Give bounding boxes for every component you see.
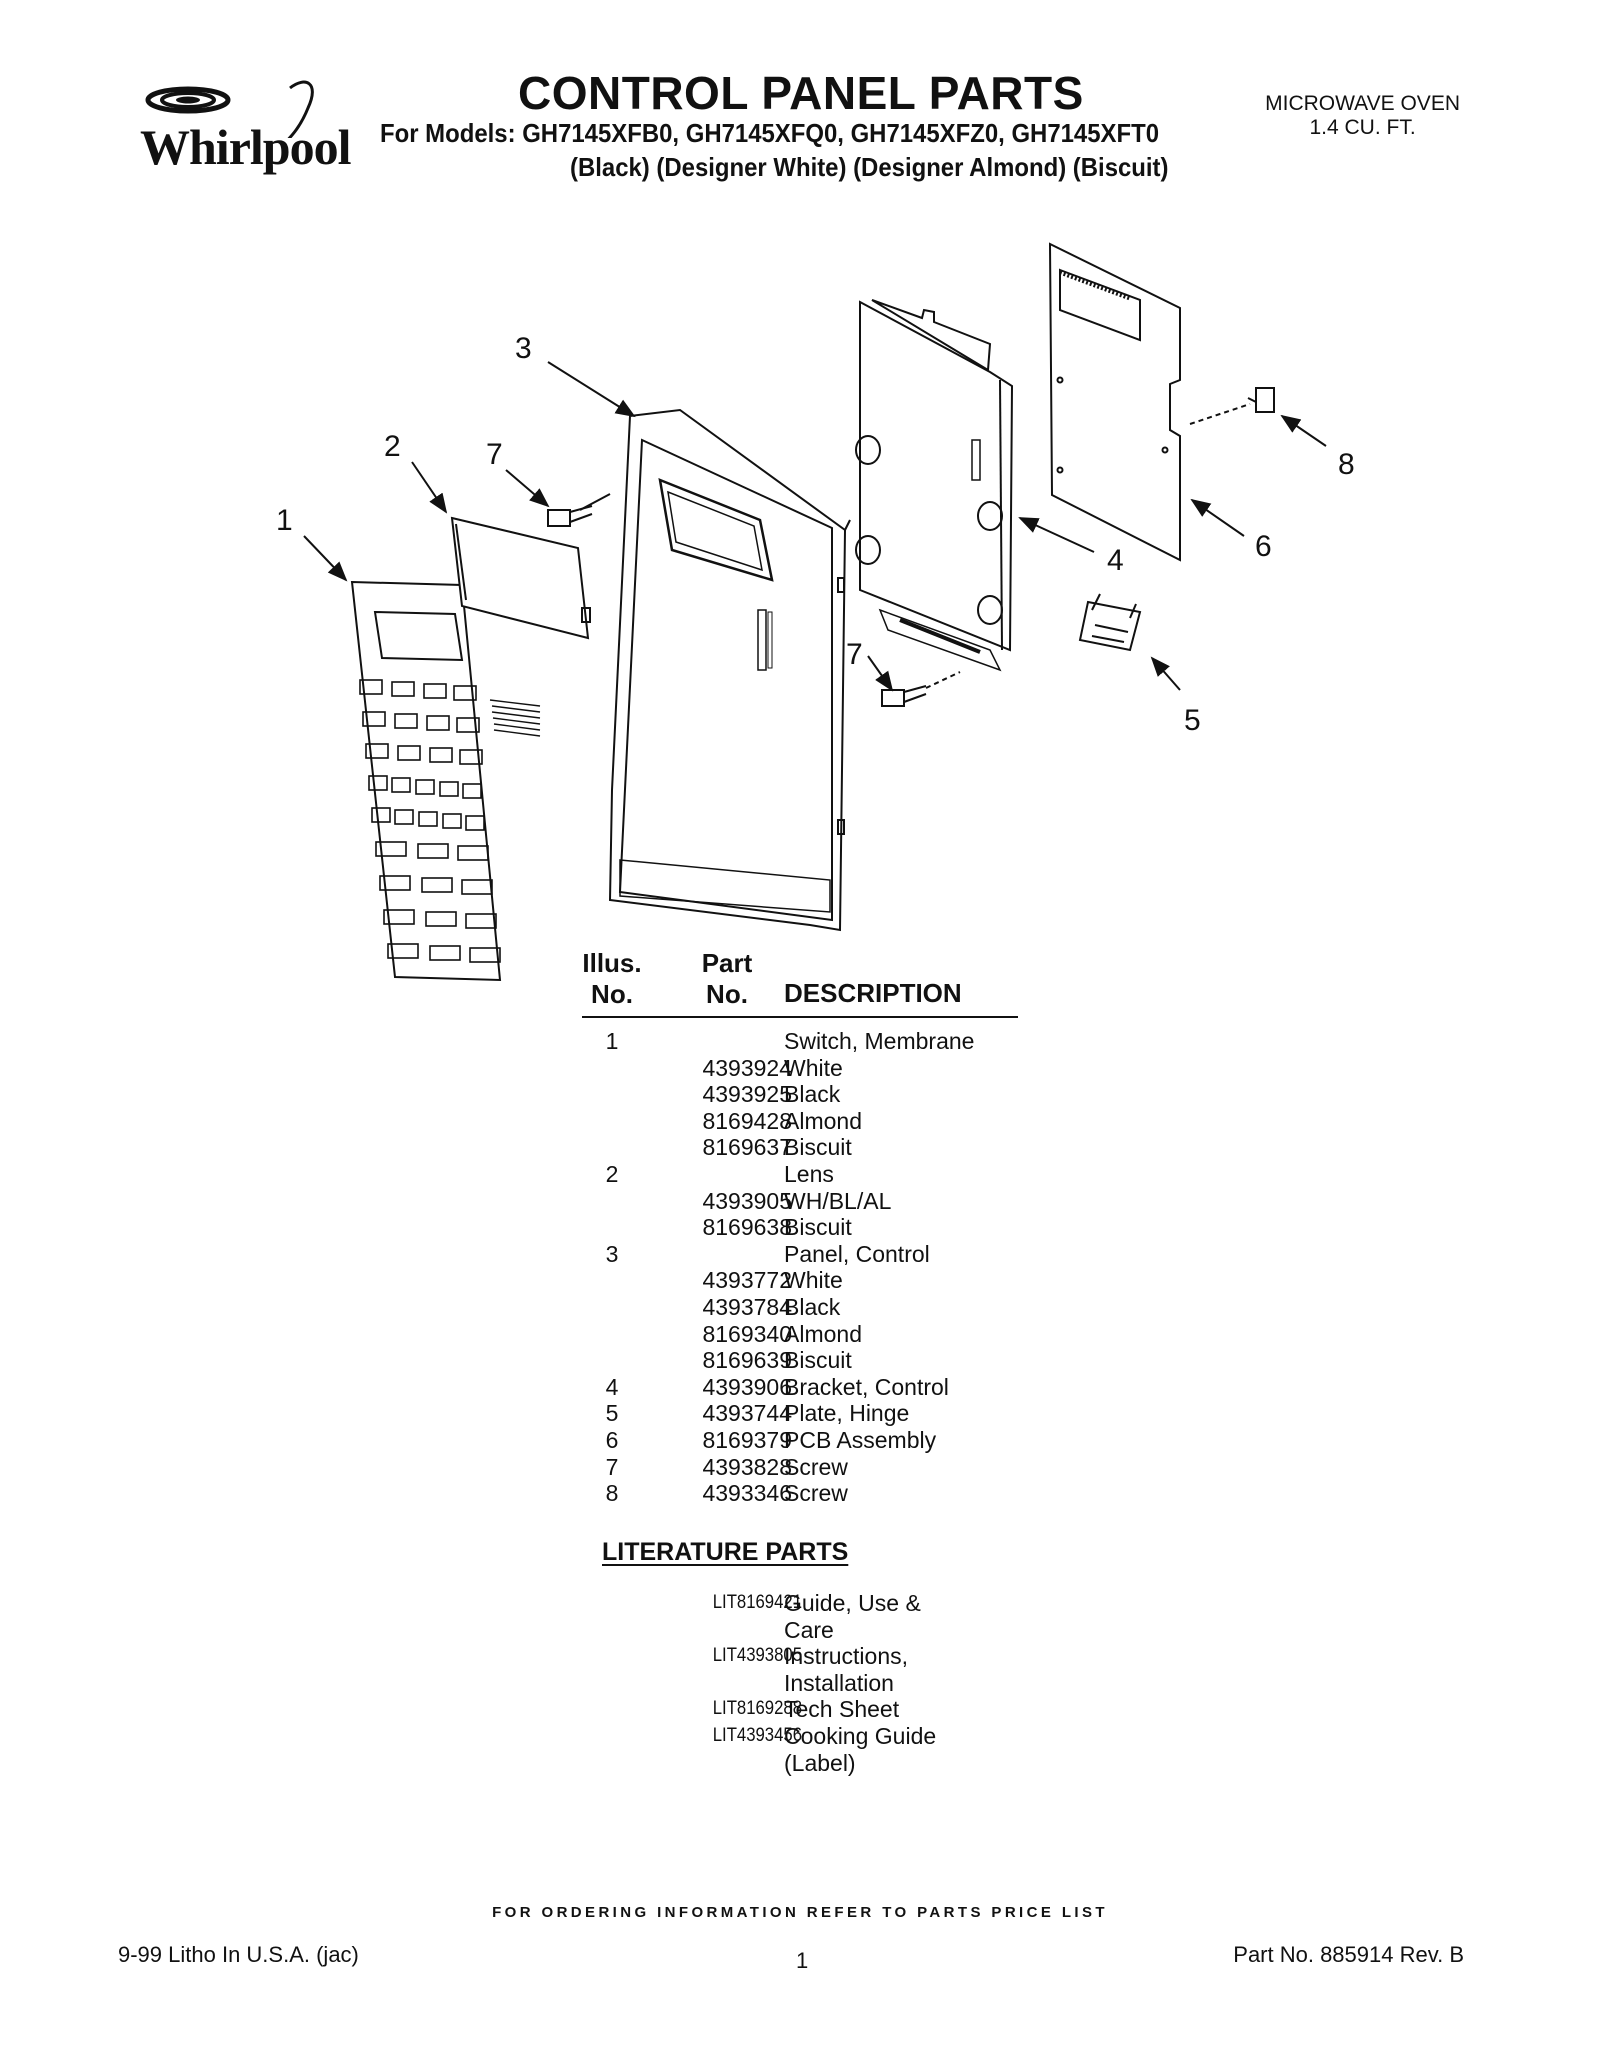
header-illus-line1: Illus. <box>582 948 642 978</box>
literature-description: Tech Sheet <box>784 1696 899 1723</box>
pcb-assembly-part <box>1048 242 1181 562</box>
lens-part <box>450 516 591 640</box>
literature-description-line1: Instructions, <box>784 1643 908 1670</box>
page-number: 1 <box>796 1948 809 1973</box>
product-capacity: 1.4 CU. FT. <box>1309 116 1416 139</box>
part-number: 8169639 <box>702 1347 792 1374</box>
header-part: Part No. <box>682 948 772 1010</box>
part-number: 8169638 <box>702 1214 792 1241</box>
part-number: 8169637 <box>702 1134 792 1161</box>
part-description: Biscuit <box>784 1134 852 1161</box>
part-number: 4393905 <box>702 1187 792 1214</box>
header-description: DESCRIPTION <box>784 978 962 1008</box>
part-number: 4393744 <box>702 1400 792 1427</box>
product-type: MICROWAVE OVEN 1.4 CU. FT. <box>1265 92 1460 140</box>
logo-wordmark: Whirlpool <box>140 119 351 175</box>
part-number: 4393924 <box>702 1054 792 1081</box>
part-description: Biscuit <box>784 1347 852 1374</box>
part-number: 4393346 <box>702 1480 792 1507</box>
header-part-line2: No. <box>706 979 748 1009</box>
literature-description-line1: Cooking Guide <box>784 1723 937 1749</box>
logo-swirl-icon <box>145 80 314 138</box>
membrane-switch-part <box>350 580 541 982</box>
part-number: 4393772 <box>702 1267 792 1294</box>
part-description: White <box>784 1267 843 1294</box>
literature-description: Instructions,Installation <box>784 1643 908 1696</box>
hinge-plate-part <box>1078 593 1142 652</box>
part-description: Lens <box>784 1161 834 1187</box>
screw-part-7b <box>881 671 961 707</box>
part-description: Panel, Control <box>784 1240 930 1267</box>
illus-number: 2 <box>605 1161 619 1187</box>
model-list: For Models: GH7145XFB0, GH7145XFQ0, GH71… <box>380 118 1160 148</box>
part-description: PCB Assembly <box>784 1427 937 1453</box>
illus-number: 3 <box>605 1240 619 1267</box>
callout-6: 6 <box>1255 530 1272 563</box>
part-description: Bracket, Control <box>784 1373 949 1400</box>
part-number: 4393925 <box>702 1081 792 1108</box>
part-description: White <box>784 1054 843 1081</box>
callout-7b: 7 <box>846 638 863 671</box>
illus-number: 6 <box>605 1427 619 1453</box>
header-illus-line2: No. <box>591 979 633 1009</box>
callout-3: 3 <box>515 332 532 365</box>
illus-number: 8 <box>605 1480 619 1507</box>
part-description: Almond <box>784 1320 862 1347</box>
literature-part-number: LIT8169421 <box>712 1592 802 1613</box>
part-number: 8169340 <box>702 1320 792 1347</box>
part-description: Screw <box>784 1480 848 1507</box>
screw-part-7a <box>547 493 611 527</box>
illus-number: 7 <box>605 1453 619 1480</box>
product-name: MICROWAVE OVEN <box>1265 92 1460 115</box>
part-description: Biscuit <box>784 1214 852 1241</box>
control-bracket-part <box>855 299 1014 672</box>
header-illus: Illus. No. <box>582 948 642 1010</box>
literature-part-number: LIT8169288 <box>712 1698 802 1720</box>
part-number: 8169428 <box>702 1107 792 1134</box>
part-description: WH/BL/AL <box>784 1187 892 1214</box>
part-description: Screw <box>784 1453 848 1480</box>
part-description: Black <box>784 1081 841 1108</box>
part-description: Almond <box>784 1107 862 1134</box>
callout-1: 1 <box>276 504 293 537</box>
control-panel-part <box>608 408 851 932</box>
part-number: 4393784 <box>702 1294 792 1320</box>
part-description: Switch, Membrane <box>784 1028 975 1054</box>
literature-description-line2: Care <box>784 1616 834 1643</box>
callout-2: 2 <box>384 430 401 463</box>
illus-number: 4 <box>605 1373 619 1400</box>
literature-description-line2: (Label) <box>784 1749 856 1776</box>
part-number: 4393906 <box>702 1373 792 1400</box>
literature-part-number: LIT4393456 <box>712 1725 802 1746</box>
illus-number: 5 <box>605 1400 619 1427</box>
litho-note: 9-99 Litho In U.S.A. (jac) <box>118 1942 359 1967</box>
literature-description-line2: Installation <box>784 1669 894 1696</box>
literature-part-number: LIT4393805 <box>712 1645 802 1667</box>
whirlpool-logo: Whirlpool <box>140 78 380 188</box>
screw-part-8 <box>1189 387 1275 425</box>
part-number: 8169379 <box>702 1427 792 1453</box>
part-number: 4393828 <box>702 1453 792 1480</box>
callout-4: 4 <box>1107 544 1124 577</box>
literature-description: Cooking Guide(Label) <box>784 1723 936 1776</box>
ordering-note: FOR ORDERING INFORMATION REFER TO PARTS … <box>492 1904 1108 1921</box>
page-title: CONTROL PANEL PARTS <box>518 67 1084 119</box>
header-rule <box>582 1016 1018 1018</box>
callout-8: 8 <box>1338 448 1355 481</box>
literature-title: LITERATURE PARTS <box>602 1538 849 1566</box>
document-part-number: Part No. 885914 Rev. B <box>1233 1942 1464 1967</box>
exploded-parts-diagram: 1 2 3 4 5 6 7 7 8 <box>276 242 1355 982</box>
literature-description: Guide, Use &Care <box>784 1590 921 1643</box>
callout-7a: 7 <box>486 438 503 471</box>
callout-5: 5 <box>1184 704 1201 737</box>
color-list: (Black) (Designer White) (Designer Almon… <box>570 152 1169 182</box>
illus-number: 1 <box>605 1028 619 1054</box>
part-description: Plate, Hinge <box>784 1400 910 1427</box>
header-part-line1: Part <box>701 948 753 978</box>
part-description: Black <box>784 1294 841 1320</box>
literature-description-line1: Guide, Use & <box>784 1590 921 1616</box>
literature-description-line1: Tech Sheet <box>784 1696 900 1723</box>
